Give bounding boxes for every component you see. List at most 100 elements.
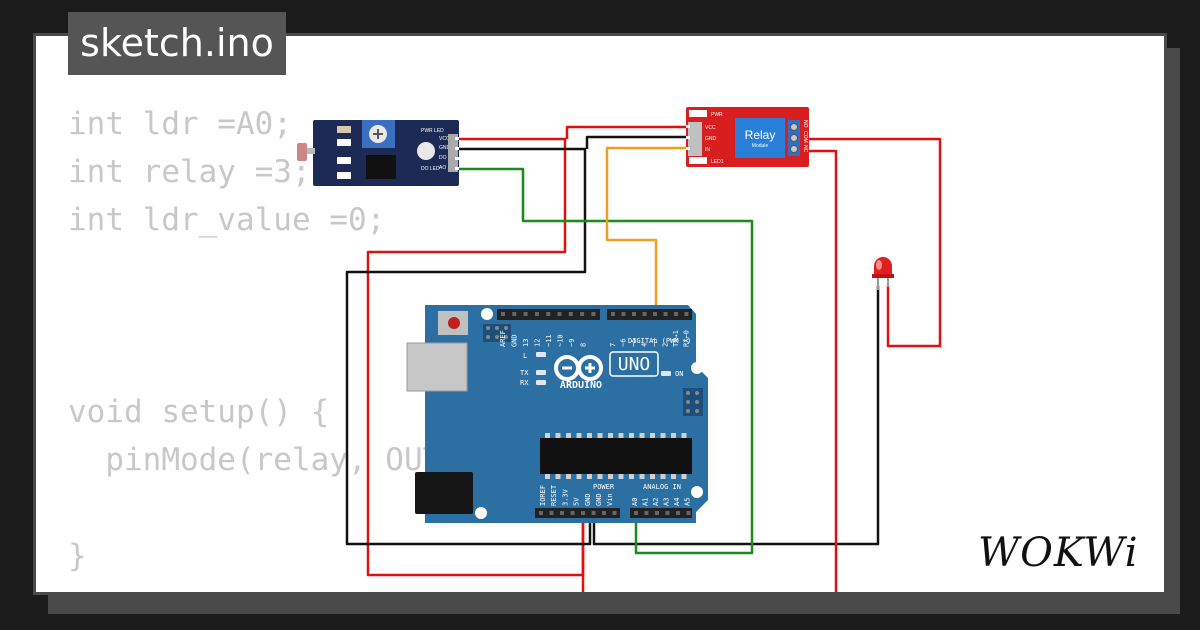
chip-leg: [597, 433, 603, 438]
relay-pwr-led-label: PWR: [711, 112, 723, 118]
header-pin-hole[interactable]: [568, 312, 573, 316]
power-header-label: POWER: [593, 483, 615, 491]
power-pin-label: IOREF: [539, 485, 547, 506]
chip-leg: [555, 474, 561, 479]
chip-leg: [671, 474, 676, 479]
header-pin-hole[interactable]: [686, 511, 691, 515]
digital-pin-label: ~11: [545, 334, 553, 347]
mount-hole-icon: [475, 507, 487, 519]
header-pin-hole[interactable]: [644, 511, 649, 515]
wire-red-relay-com[interactable]: [806, 137, 942, 348]
header-pin-hole[interactable]: [663, 312, 668, 316]
relay-pin-header[interactable]: [686, 122, 702, 156]
mount-hole-icon: [481, 308, 493, 320]
relay-title: Relay: [745, 128, 776, 142]
header-pin-hole[interactable]: [642, 312, 647, 316]
header-pin-hole[interactable]: [591, 511, 596, 515]
digital-pin-label: 7: [609, 343, 617, 347]
header-pin-hole[interactable]: [621, 312, 626, 316]
pin-label: GND: [439, 145, 451, 151]
digital-pin-label: 8: [580, 343, 588, 347]
chip-leg: [608, 474, 613, 479]
header-pin-hole[interactable]: [501, 312, 505, 316]
header-pin-hole[interactable]: [557, 312, 562, 316]
pin-label: VCC: [705, 125, 716, 131]
led-label-rx: RX: [520, 379, 529, 387]
digital-pin-label: ~9: [568, 339, 576, 347]
red-led[interactable]: [872, 257, 894, 290]
relay-pin-labels: VCC GND IN: [705, 125, 717, 153]
analog-pin-header[interactable]: [630, 508, 692, 518]
header-pin-hole[interactable]: [560, 511, 564, 515]
digital-pin-label: RX←0: [683, 330, 691, 347]
header-pin-hole[interactable]: [665, 511, 670, 515]
digital-pin-label: ~3: [651, 339, 659, 347]
wire-black-relay-gnd[interactable]: [585, 135, 686, 149]
chip-leg: [555, 433, 561, 438]
digital-pin-label: 4: [641, 343, 649, 347]
digital-pin-label: 12: [534, 339, 542, 347]
code-line: }: [68, 538, 87, 574]
photoresistor-icon: [297, 143, 307, 161]
chip-leg: [576, 474, 582, 479]
chip-leg: [650, 433, 655, 438]
header-pin-hole[interactable]: [549, 511, 554, 515]
digital-pin-label: AREF: [499, 330, 507, 347]
wire-black-ldr-gnd[interactable]: [345, 147, 592, 546]
analog-pin-label: A3: [663, 498, 671, 506]
chip-leg: [671, 433, 676, 438]
chip-leg: [639, 433, 645, 438]
sketch-filename[interactable]: sketch.ino: [68, 12, 286, 75]
pin-label: GND: [705, 136, 717, 142]
header-pin-hole[interactable]: [653, 312, 657, 316]
led-label-on: ON: [675, 370, 683, 378]
header-pin-hole[interactable]: [674, 312, 678, 316]
wokwi-logo[interactable]: WOKWi: [976, 524, 1152, 576]
header-pin-hole[interactable]: [534, 312, 539, 316]
header-pin-hole[interactable]: [676, 511, 680, 515]
header-pin-hole[interactable]: [602, 511, 606, 515]
icsp-header: [483, 324, 703, 416]
relay-terminal-block[interactable]: [788, 120, 800, 156]
wire-orange-in[interactable]: [605, 146, 686, 312]
header-pin-hole[interactable]: [581, 511, 585, 515]
header-pin-hole[interactable]: [611, 312, 615, 316]
header-pin-hole[interactable]: [591, 312, 596, 316]
header-pin-hole[interactable]: [632, 312, 636, 316]
header-pin-hole[interactable]: [580, 312, 585, 316]
led-label-l: L: [523, 352, 527, 360]
wire-red-relay-nc[interactable]: [806, 149, 838, 630]
wire-green-ao[interactable]: [457, 167, 754, 555]
header-pin-hole[interactable]: [634, 511, 638, 515]
wire-red-relay-vcc[interactable]: [565, 125, 686, 139]
header-pin-hole[interactable]: [546, 312, 551, 316]
header-pin-hole[interactable]: [612, 511, 617, 515]
relay-module[interactable]: PWR LED1 VCC GND IN Relay Module NO COM …: [686, 107, 809, 167]
digital-pin-label: 2: [662, 343, 670, 347]
chip-leg: [650, 474, 655, 479]
header-pin-hole[interactable]: [570, 511, 575, 515]
ldr-sensor-module[interactable]: PWR LED DO LED VCC GND DO AO: [297, 120, 459, 186]
ldr-pin-header[interactable]: [448, 134, 459, 172]
chip-leg: [639, 474, 645, 479]
power-pin-label: 3.3V: [561, 488, 569, 506]
power-pin-label: GND: [584, 493, 592, 506]
wire-black-led[interactable]: [592, 286, 880, 546]
header-pin-hole[interactable]: [684, 312, 689, 316]
header-pin-hole[interactable]: [512, 312, 517, 316]
arduino-model: UNO: [618, 354, 651, 375]
power-pin-header[interactable]: [535, 508, 620, 518]
led-label-tx: TX: [520, 369, 529, 377]
chip-leg: [608, 433, 613, 438]
chip-leg: [618, 433, 624, 438]
header-pin-hole[interactable]: [523, 312, 528, 316]
chip-legs: [545, 433, 687, 479]
header-pin-hole[interactable]: [539, 511, 543, 515]
atmega-chip-icon: [540, 438, 692, 474]
arduino-logo-icon: [554, 355, 603, 381]
chip-leg: [597, 474, 603, 479]
header-pin-hole[interactable]: [655, 511, 659, 515]
